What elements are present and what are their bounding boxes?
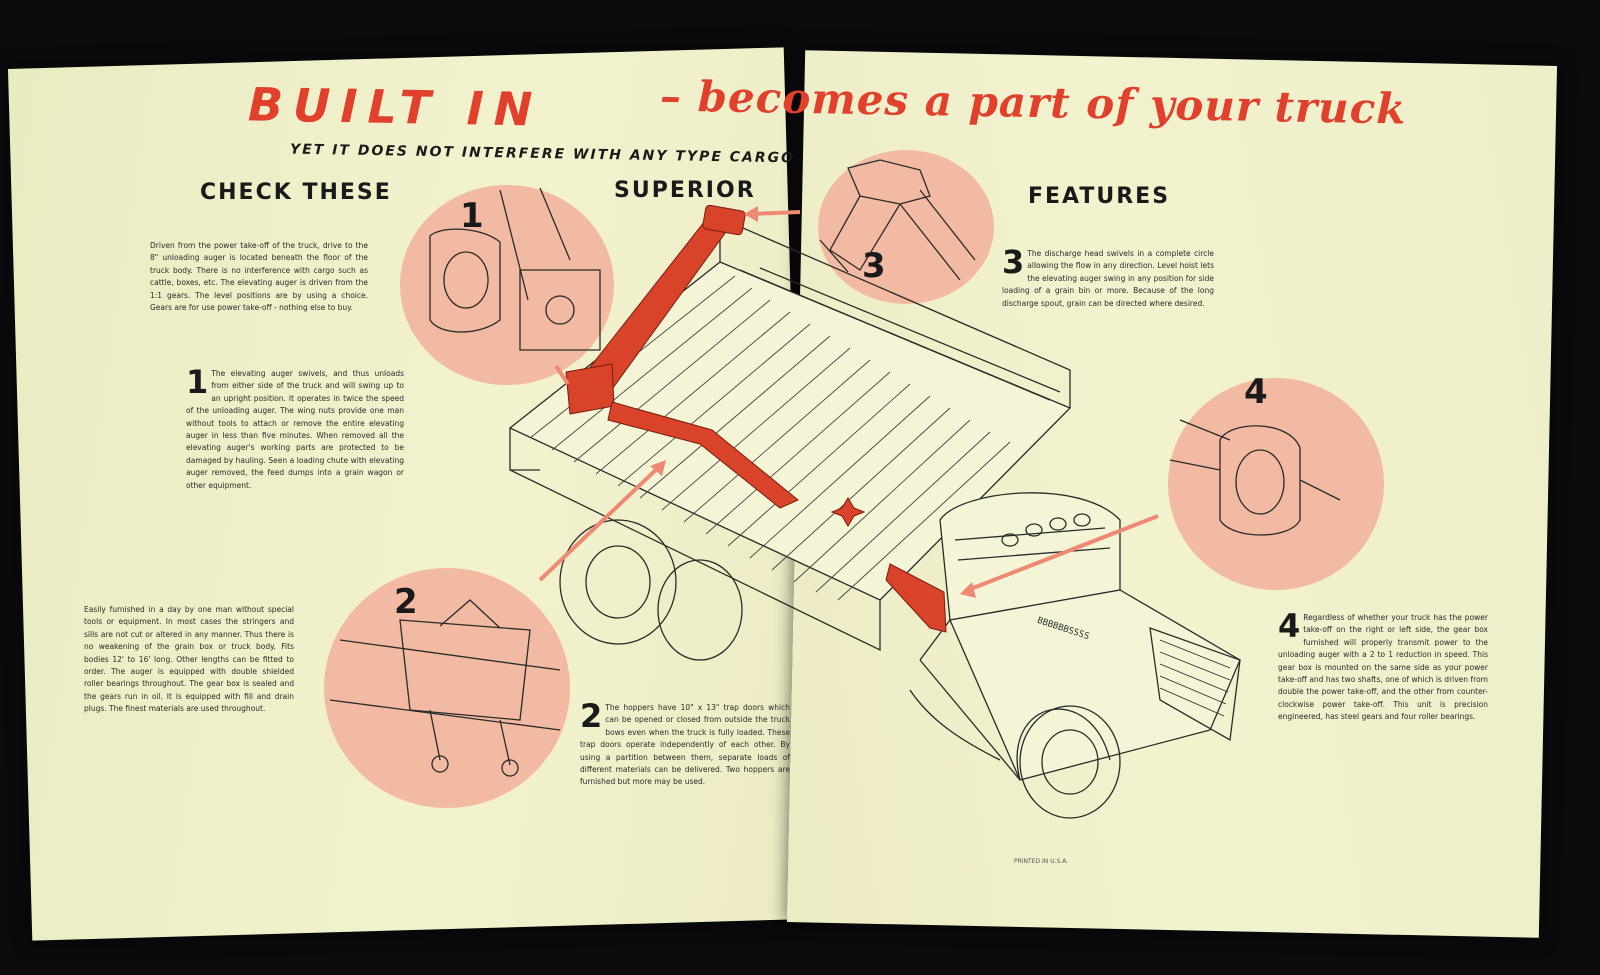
feature-3-number: 3 <box>1002 243 1025 281</box>
heading-check-these: CHECK THESE <box>200 180 392 205</box>
detail-circle-3 <box>818 150 994 304</box>
feature-3-body: The discharge head swivels in a complete… <box>1002 249 1214 308</box>
feature-2-body: The hoppers have 10" x 13" trap doors wh… <box>580 703 790 787</box>
detail-circle-4 <box>1168 378 1384 590</box>
feature-4-text: 4 Regardless of whether your truck has t… <box>1278 607 1488 724</box>
print-code: PRINTED IN U.S.A. <box>1014 858 1069 865</box>
intro-text: Driven from the power take-off of the tr… <box>150 241 368 313</box>
circle-number-3: 3 <box>862 246 886 286</box>
feature-2a-text: Easily furnished in a day by one man wit… <box>84 605 294 714</box>
heading-features: FEATURES <box>1028 184 1171 209</box>
feature-2-number: 2 <box>580 697 603 735</box>
feature-2b-text: 2 The hoppers have 10" x 13" trap doors … <box>580 697 790 789</box>
title-built-in: BUILT IN <box>247 77 543 137</box>
feature-3-text: 3 The discharge head swivels in a comple… <box>1002 243 1214 310</box>
circle-number-4: 4 <box>1244 372 1268 412</box>
feature-1-body: The elevating auger swivels, and thus un… <box>186 369 404 490</box>
feature-4-body: Regardless of whether your truck has the… <box>1278 613 1488 722</box>
feature-1-number: 1 <box>186 363 209 401</box>
circle-number-1: 1 <box>460 196 484 236</box>
circle-number-2: 2 <box>394 582 418 622</box>
feature-4-number: 4 <box>1278 607 1301 645</box>
feature-1-text: 1 The elevating auger swivels, and thus … <box>186 363 404 492</box>
heading-superior: SUPERIOR <box>614 178 756 203</box>
